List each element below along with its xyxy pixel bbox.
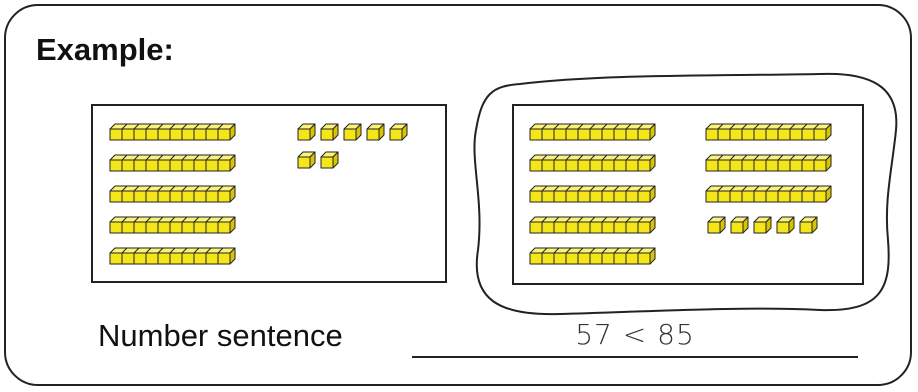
unit-cube [320,151,339,169]
unit-cube [730,216,749,234]
ten-rod [705,185,832,203]
answer-line [412,356,858,358]
ten-rod [109,154,236,172]
number-sentence-answer: 57 < 85 [575,318,695,351]
ten-rod [109,123,236,141]
circle-around-greater [473,72,898,316]
unit-cube [707,216,726,234]
ten-rod [109,185,236,203]
unit-cube [799,216,818,234]
ten-rod [529,185,656,203]
ten-rod [529,216,656,234]
ten-rod [705,123,832,141]
unit-cube [366,123,385,141]
example-heading: Example: [36,32,174,67]
unit-cube [343,123,362,141]
number-sentence-label: Number sentence [98,318,343,353]
ten-rod [529,154,656,172]
unit-cube [389,123,408,141]
unit-cube [320,123,339,141]
ten-rod [529,123,656,141]
unit-cube [297,123,316,141]
ten-rod [705,154,832,172]
unit-cube [776,216,795,234]
ten-rod [109,247,236,265]
unit-cube [753,216,772,234]
ten-rod [109,216,236,234]
ten-rod [529,247,656,265]
unit-cube [297,151,316,169]
